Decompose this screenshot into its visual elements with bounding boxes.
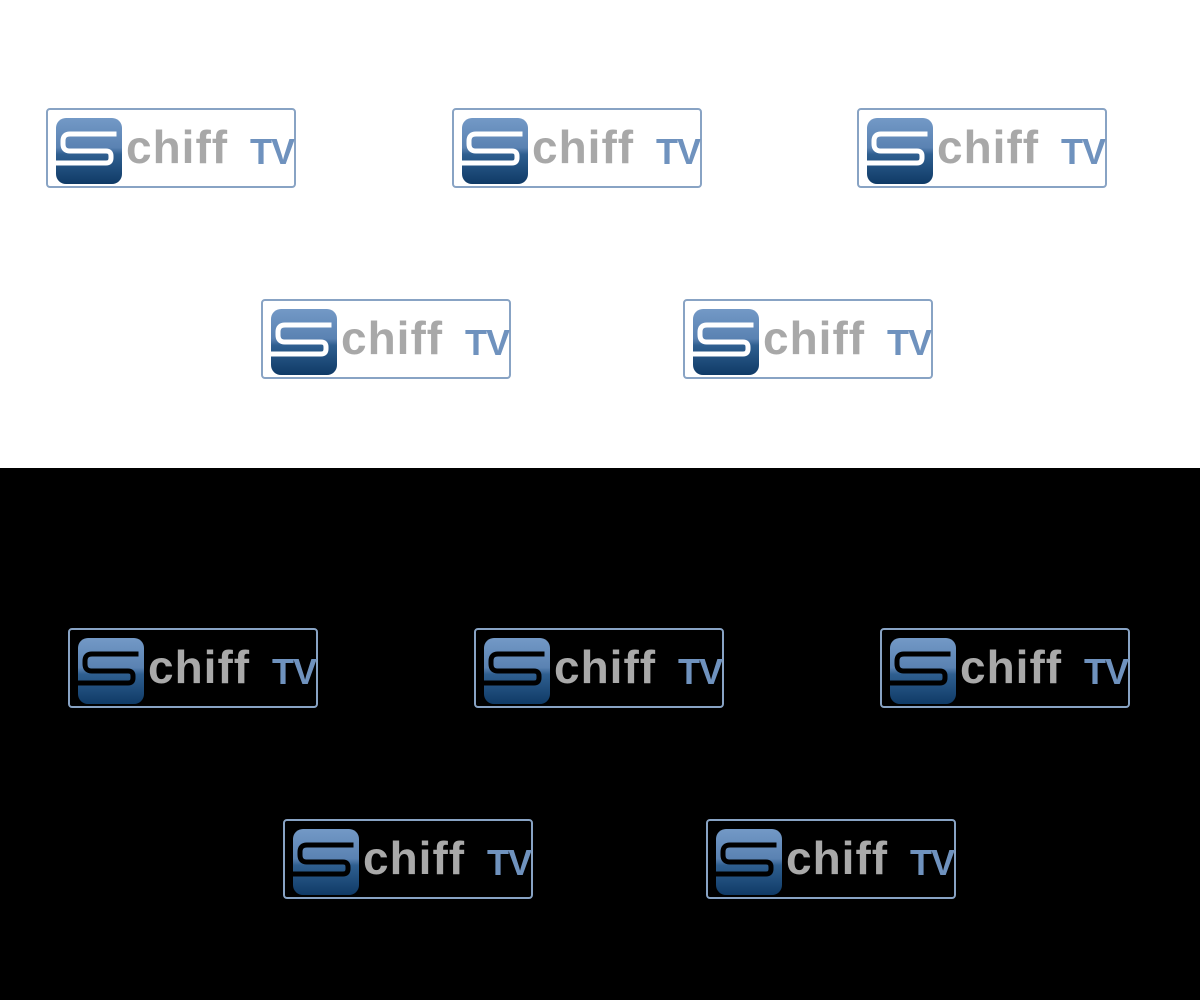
schiff-s-mark-icon: [268, 309, 337, 375]
schifftv-logo: chiff TV: [857, 108, 1107, 188]
schifftv-logo: chiff TV: [706, 819, 956, 899]
schifftv-logo: chiff TV: [452, 108, 702, 188]
logo-word-tv: TV: [1061, 131, 1106, 172]
logo-word-tv: TV: [250, 131, 295, 172]
logo-word-chiff: chiff: [786, 832, 889, 884]
logo-word-tv: TV: [656, 131, 701, 172]
logo-word-chiff: chiff: [532, 121, 635, 173]
logo-word-chiff: chiff: [126, 121, 229, 173]
schifftv-logo: chiff TV: [283, 819, 533, 899]
logo-word-tv: TV: [465, 322, 510, 363]
schiff-s-mark-icon: [53, 118, 122, 184]
dark-background-panel: chiff TV chiff TV chiff TV chiff TV chif…: [0, 468, 1200, 1000]
logo-word-tv: TV: [678, 651, 723, 692]
logo-word-chiff: chiff: [554, 641, 657, 693]
logo-word-tv: TV: [487, 842, 532, 883]
schiff-s-mark-icon: [887, 638, 956, 704]
schiff-s-mark-icon: [290, 829, 359, 895]
light-background-panel: chiff TV chiff TV chiff TV chiff TV chif…: [0, 0, 1200, 468]
logo-word-tv: TV: [272, 651, 317, 692]
schiff-s-mark-icon: [690, 309, 759, 375]
logo-word-chiff: chiff: [960, 641, 1063, 693]
schifftv-logo: chiff TV: [683, 299, 933, 379]
logo-word-chiff: chiff: [937, 121, 1040, 173]
schifftv-logo: chiff TV: [880, 628, 1130, 708]
schiff-s-mark-icon: [75, 638, 144, 704]
logo-word-tv: TV: [887, 322, 932, 363]
schifftv-logo: chiff TV: [68, 628, 318, 708]
logo-word-chiff: chiff: [763, 312, 866, 364]
logo-word-chiff: chiff: [363, 832, 466, 884]
logo-word-chiff: chiff: [341, 312, 444, 364]
logo-word-chiff: chiff: [148, 641, 251, 693]
schiff-s-mark-icon: [713, 829, 782, 895]
schiff-s-mark-icon: [864, 118, 933, 184]
schifftv-logo: chiff TV: [261, 299, 511, 379]
logo-word-tv: TV: [1084, 651, 1129, 692]
schiff-s-mark-icon: [459, 118, 528, 184]
logo-word-tv: TV: [910, 842, 955, 883]
schiff-s-mark-icon: [481, 638, 550, 704]
schifftv-logo: chiff TV: [46, 108, 296, 188]
schifftv-logo: chiff TV: [474, 628, 724, 708]
